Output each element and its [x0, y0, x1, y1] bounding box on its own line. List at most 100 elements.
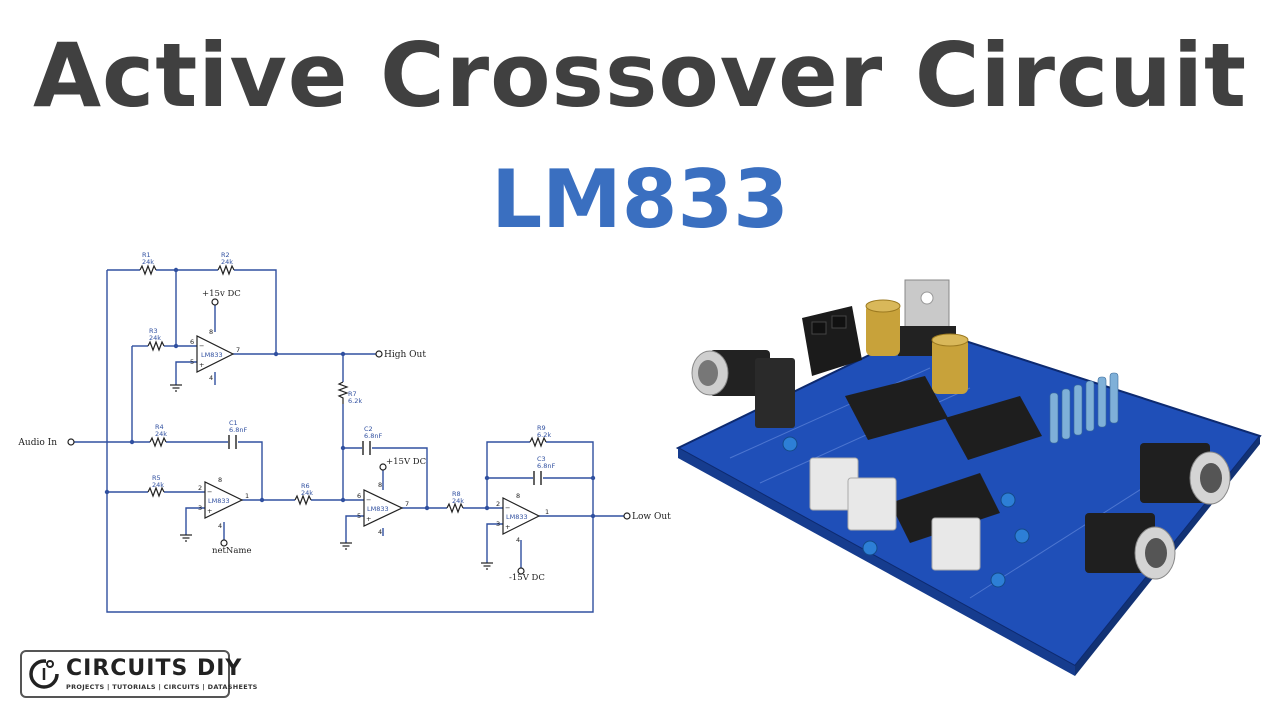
- resistor-array: [1049, 372, 1119, 444]
- input-terminal: [67, 438, 75, 446]
- wire: [175, 270, 197, 347]
- pin-label: 1: [245, 492, 249, 500]
- rca-jack-left: [691, 350, 795, 428]
- pin-label: 2: [198, 484, 202, 492]
- pcb-board-photo: [675, 279, 1262, 676]
- pin-label: −: [207, 488, 212, 496]
- resistor-r7: [337, 381, 349, 404]
- terminal-block: [802, 306, 862, 376]
- rca-jack-right-top: [1140, 443, 1231, 505]
- low-out-terminal: [623, 512, 631, 520]
- wire: [342, 404, 364, 501]
- circuits-diy-logo: CIRCUITS DIY PROJECTS | TUTORIALS | CIRC…: [20, 650, 257, 698]
- opamp-u3: [363, 489, 404, 527]
- resistor-r5: [147, 486, 165, 498]
- opamp-u2-label: LM833: [208, 497, 230, 505]
- pin-label: 7: [405, 500, 409, 508]
- r2-value: 24k: [221, 258, 233, 266]
- wire: [234, 269, 277, 354]
- page-subtitle: LM833: [491, 153, 789, 246]
- pin-label: 4: [209, 374, 213, 382]
- c1-value: 6.8nF: [229, 426, 247, 434]
- c2-value: 6.8nF: [364, 432, 382, 440]
- r5-ref: R5: [152, 474, 161, 482]
- trimmer-pot: [809, 457, 981, 571]
- pin-label: −: [366, 496, 371, 504]
- opamp-u4: [502, 497, 541, 535]
- resistor-r8: [446, 502, 464, 514]
- r9-ref: R9: [537, 424, 546, 432]
- pin-label: 8: [218, 476, 222, 484]
- net-terminal: [220, 539, 228, 547]
- r3-ref: R3: [149, 327, 158, 335]
- voltage-regulator: [898, 279, 956, 356]
- page-title: Active Crossover Circuit: [32, 24, 1248, 127]
- input-label: Audio In: [17, 438, 57, 448]
- ceramic-capacitor: [782, 436, 1030, 588]
- r9-value: 6.2k: [537, 431, 551, 439]
- pin-label: 4: [378, 528, 382, 536]
- logo-name: CIRCUITS DIY: [66, 656, 243, 681]
- wire: [345, 515, 364, 543]
- logo-mark-icon: [29, 658, 60, 689]
- electrolytic-capacitor: [865, 299, 969, 394]
- wire: [185, 507, 205, 535]
- wire: [372, 447, 428, 508]
- pin-label: +: [366, 515, 371, 523]
- pin-label: 4: [516, 536, 520, 544]
- low-out-label: Low Out: [632, 512, 671, 522]
- high-out-label: High Out: [384, 350, 426, 360]
- opamp-u1-label: LM833: [201, 351, 223, 359]
- r8-ref: R8: [452, 490, 461, 498]
- c3-ref: C3: [537, 455, 546, 463]
- wire: [238, 441, 263, 500]
- pin-label: 3: [198, 504, 202, 512]
- supply-terminal: [379, 463, 387, 471]
- r5-value: 24k: [152, 481, 164, 489]
- pin-label: 1: [545, 508, 549, 516]
- outer-loop-wire: [106, 270, 594, 613]
- pcb-edge: [678, 448, 1075, 676]
- rca-jack-right-bottom: [1085, 513, 1176, 580]
- pin-label: +: [505, 523, 510, 531]
- pin-label: 8: [209, 328, 213, 336]
- supply-terminal: [211, 298, 219, 306]
- wire: [486, 523, 503, 563]
- resistor-r2: [217, 264, 235, 276]
- pin-label: 5: [190, 358, 194, 366]
- c3-value: 6.8nF: [537, 462, 555, 470]
- supply-pos-label: +15v DC: [202, 289, 241, 299]
- pin-label: 4: [218, 522, 222, 530]
- opamp-u2: [204, 481, 244, 519]
- opamp-u1: [196, 335, 235, 373]
- crossover-schematic: Audio In High Out Low Out +15v DC +15V D…: [17, 251, 671, 613]
- r2-ref: R2: [221, 251, 230, 259]
- pin-label: −: [199, 342, 204, 350]
- r6-ref: R6: [301, 482, 310, 490]
- opamp-u3-label: LM833: [367, 505, 389, 513]
- logo-tagline: PROJECTS | TUTORIALS | CIRCUITS | DATASH…: [66, 683, 258, 691]
- r1-value: 24k: [142, 258, 154, 266]
- supply-neg-label: -15V DC: [509, 573, 545, 583]
- resistor-r3: [147, 340, 165, 352]
- r7-value: 6.2k: [348, 397, 362, 405]
- r4-value: 24k: [155, 430, 167, 438]
- ic-chip: [845, 376, 1042, 543]
- r3-value: 24k: [149, 334, 161, 342]
- r7-ref: R7: [348, 390, 357, 398]
- r1-ref: R1: [142, 251, 151, 259]
- wire: [486, 441, 530, 508]
- c2-ref: C2: [364, 425, 373, 433]
- pin-label: +: [207, 507, 212, 515]
- resistor-r4: [149, 436, 167, 448]
- pin-label: −: [505, 504, 510, 512]
- pin-label: +: [199, 361, 204, 369]
- opamp-u4-label: LM833: [506, 513, 528, 521]
- high-out-terminal: [375, 350, 383, 358]
- net-name-label: netName: [212, 546, 252, 556]
- pin-label: 6: [357, 492, 361, 500]
- pin-label: 7: [236, 346, 240, 354]
- resistor-r1: [139, 264, 157, 276]
- wire: [546, 441, 594, 516]
- pin-label: 5: [357, 512, 361, 520]
